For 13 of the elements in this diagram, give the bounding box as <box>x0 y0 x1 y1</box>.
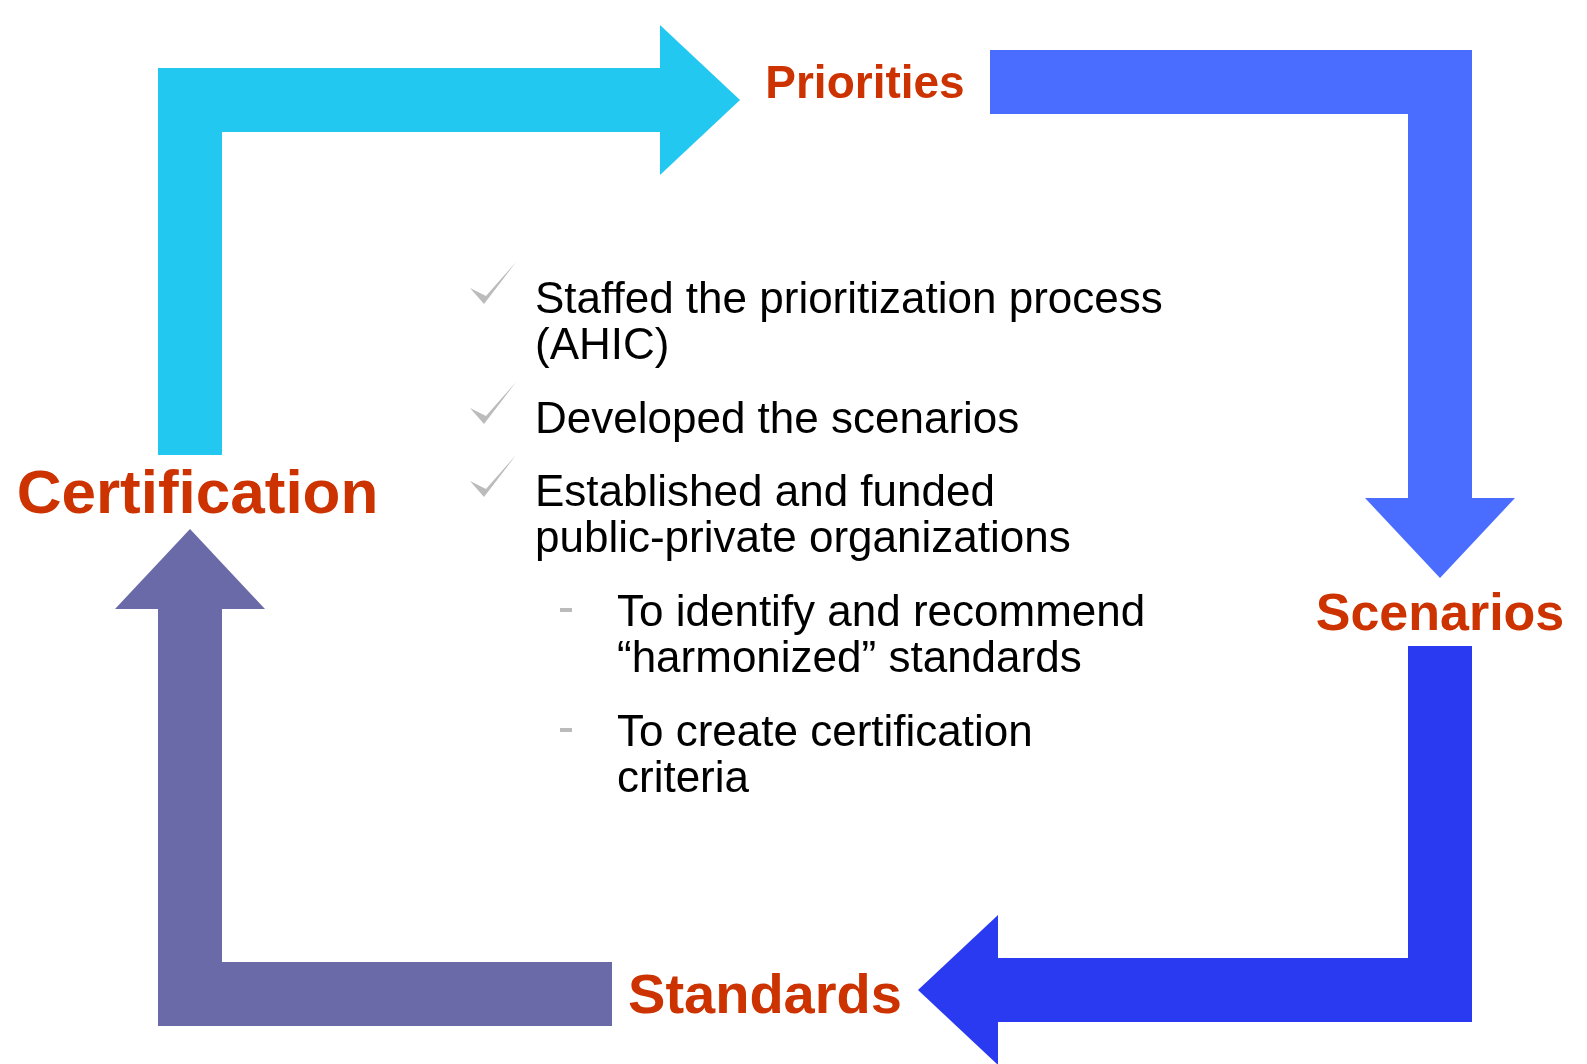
cycle-arrow <box>990 50 1515 578</box>
stage-label: Scenarios <box>1300 578 1580 646</box>
bullet-text: Developed the scenarios <box>535 395 1021 442</box>
cycle-arrow <box>158 25 740 455</box>
bullet-text: Staffed the prioritization process (AHIC) <box>535 275 1164 368</box>
stage-label: Standards <box>612 958 918 1030</box>
bullet-text: To identify and recommend “harmonized” standards <box>617 588 1147 681</box>
bullet-text: To create certification criteria <box>617 708 1034 801</box>
cycle-arrow <box>918 646 1472 1064</box>
stage-label: Priorities <box>740 50 990 114</box>
bullet-text: Established and funded public-private organizations <box>535 468 1072 561</box>
cycle-arrow <box>115 529 612 1026</box>
stage-label: Certification <box>5 455 390 529</box>
